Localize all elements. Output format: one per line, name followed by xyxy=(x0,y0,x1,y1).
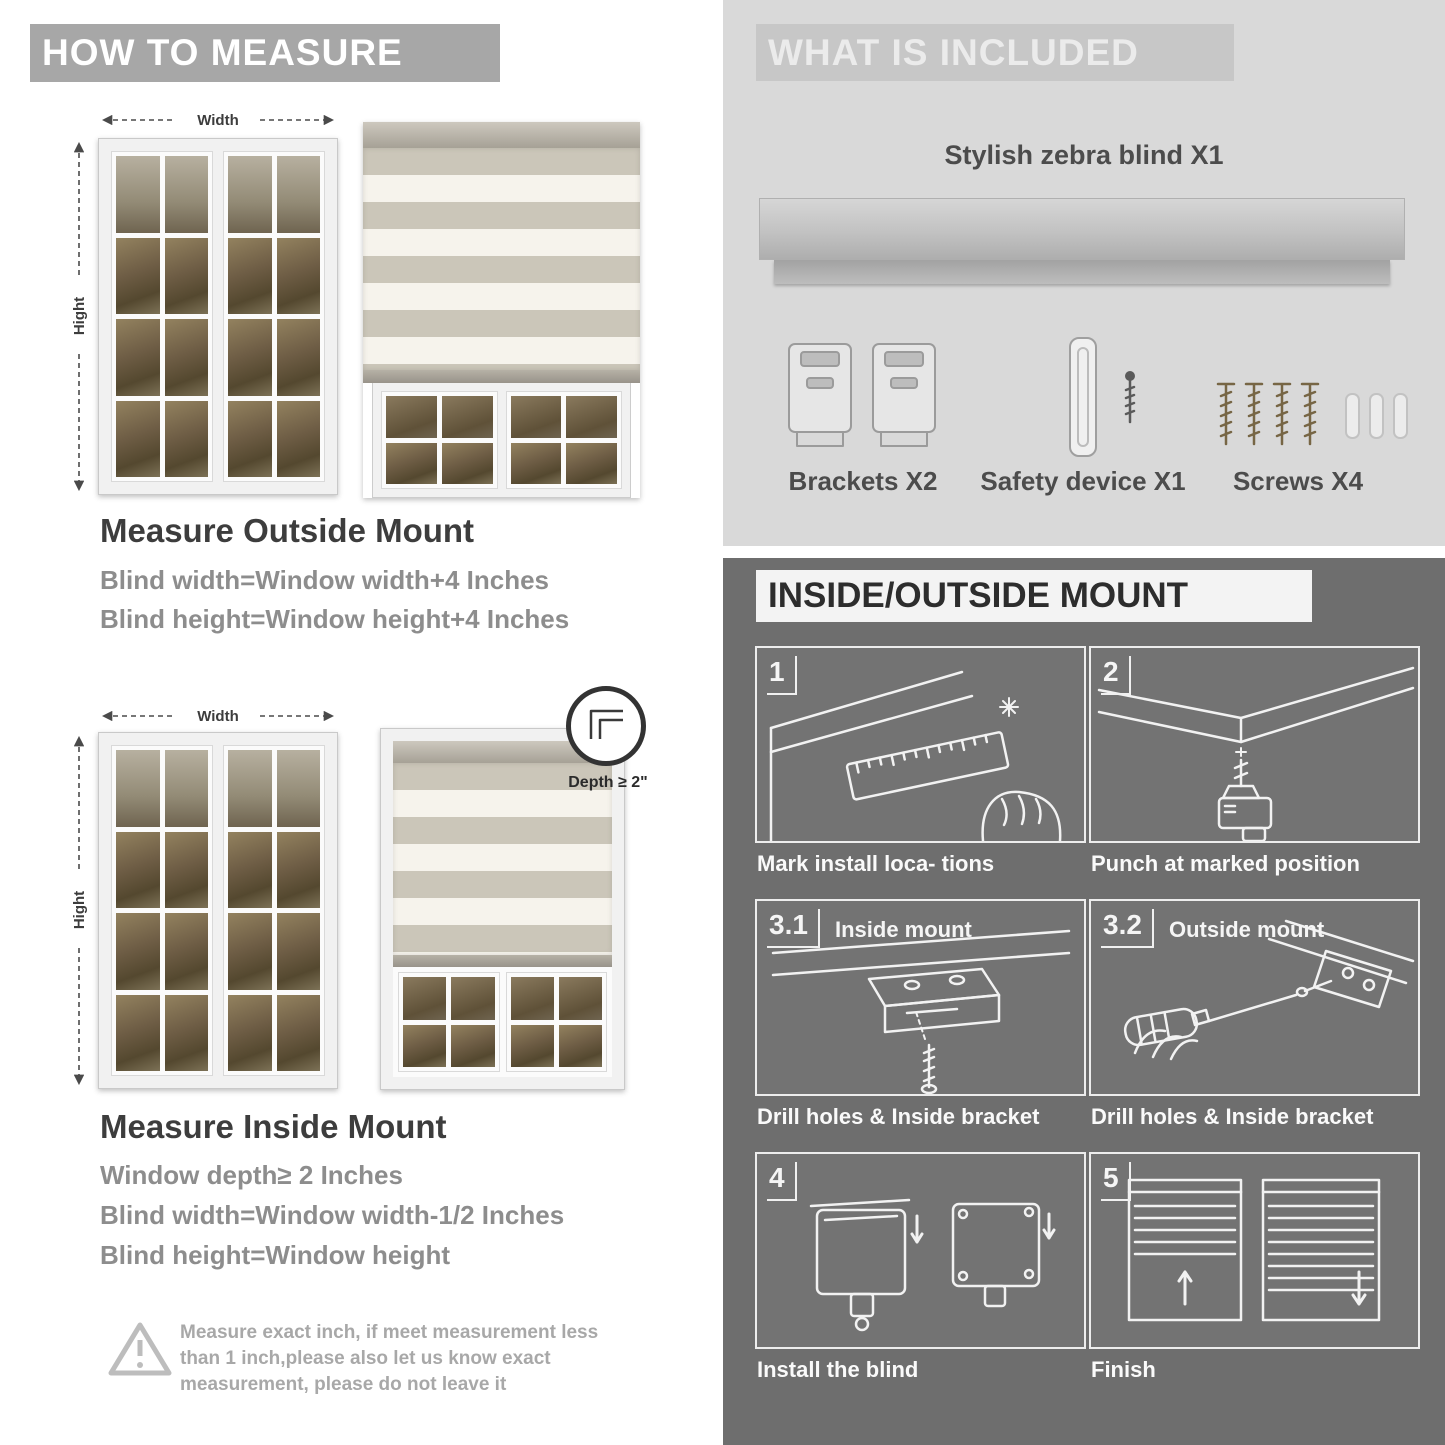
brackets-label: Brackets X2 xyxy=(788,466,938,496)
step4-panel: 4 xyxy=(755,1152,1086,1349)
window-panes xyxy=(398,972,500,1072)
blind-bottom-rail xyxy=(393,955,612,967)
outside-bracket-illustration xyxy=(1123,919,1415,1061)
window-panes xyxy=(223,745,325,1076)
screws-label: Screws X4 xyxy=(1232,466,1364,496)
step-number: 2 xyxy=(1101,656,1131,695)
inside-mount-rule-height: Blind height=Window height xyxy=(100,1240,450,1270)
blind-cassette xyxy=(393,741,612,763)
step2-panel: 2 xyxy=(1089,646,1420,843)
inside-mount-rule-width: Blind width=Window width-1/2 Inches xyxy=(100,1200,565,1230)
headrail-photo xyxy=(759,198,1405,284)
how-to-measure-title: HOW TO MEASURE xyxy=(42,32,403,73)
step1-panel: 1 xyxy=(755,646,1086,843)
width-measure-arrow-outside: Width xyxy=(101,112,335,129)
step3-1-panel: 3.1 Inside mount xyxy=(755,899,1086,1096)
step1-caption: Mark install loca- tions xyxy=(757,851,995,876)
step3-1-caption: Drill holes & Inside bracket xyxy=(757,1104,1040,1129)
width-label: Width xyxy=(197,708,239,725)
inside-mount-rule-depth: Window depth≥ 2 Inches xyxy=(100,1160,403,1190)
blind-stripes xyxy=(393,763,612,955)
window-photo-outside xyxy=(98,138,338,495)
blind-cassette xyxy=(363,122,640,148)
inside-bracket-illustration xyxy=(771,929,1071,1094)
mark-location-illustration xyxy=(769,670,1062,841)
step-number: 1 xyxy=(767,656,797,695)
window-panes xyxy=(111,745,213,1076)
warning-icon xyxy=(108,1322,172,1376)
step-number: 3.2 xyxy=(1101,909,1154,948)
step2-caption: Punch at marked position xyxy=(1091,851,1360,876)
step5-panel: 5 xyxy=(1089,1152,1420,1349)
outside-mount-heading: Measure Outside Mount xyxy=(100,512,475,549)
depth-callout-circle xyxy=(566,686,646,766)
measure-warning-text: Measure exact inch, if meet measurement … xyxy=(180,1322,599,1395)
height-measure-arrow-outside: Hight xyxy=(71,141,88,492)
window-panes xyxy=(505,972,607,1072)
window-panes xyxy=(223,151,325,482)
inside-mount-heading: Measure Inside Mount xyxy=(100,1108,447,1145)
step3-2-title: Outside mount xyxy=(1169,917,1325,942)
step-number: 3.1 xyxy=(767,909,820,948)
depth-callout-label: Depth ≥ 2" xyxy=(568,774,648,791)
blind-bottom-rail xyxy=(363,370,640,383)
headrail-bar xyxy=(759,198,1405,260)
window-below-blind xyxy=(372,383,631,498)
step3-1-title: Inside mount xyxy=(835,917,972,942)
headrail-lip xyxy=(774,260,1390,284)
zebra-blind-inside-photo xyxy=(380,728,625,1090)
window-panes xyxy=(505,391,622,489)
finish-illustration xyxy=(1127,1178,1381,1322)
window-photo-inside xyxy=(98,732,338,1089)
mount-title: INSIDE/OUTSIDE MOUNT xyxy=(768,576,1189,615)
step-number: 4 xyxy=(767,1162,797,1201)
blind-stripes xyxy=(363,148,640,370)
outside-mount-rule-width: Blind width=Window width+4 Inches xyxy=(100,565,549,595)
zebra-blind-outside-photo xyxy=(363,122,640,498)
window-panes xyxy=(381,391,498,489)
width-measure-arrow-inside: Width xyxy=(101,708,335,725)
what-is-included-banner: WHAT IS INCLUDED xyxy=(756,24,1234,81)
step-number: 5 xyxy=(1101,1162,1131,1201)
outside-mount-rule-height: Blind height=Window height+4 Inches xyxy=(100,604,570,634)
step4-caption: Install the blind xyxy=(757,1357,919,1382)
install-blind-illustration xyxy=(809,1198,1056,1332)
safety-device-label: Safety device X1 xyxy=(980,466,1186,496)
drill-illustration xyxy=(1097,666,1415,841)
window-panes xyxy=(111,151,213,482)
how-to-measure-banner: HOW TO MEASURE xyxy=(30,24,500,82)
step5-caption: Finish xyxy=(1091,1357,1156,1382)
safety-device-photo xyxy=(1069,337,1136,457)
screws-photo xyxy=(1216,382,1408,446)
step3-2-panel: 3.2 Outside mount xyxy=(1089,899,1420,1096)
brackets-photo xyxy=(788,343,936,447)
height-label: Hight xyxy=(71,891,88,929)
window-corner-detail-icon xyxy=(589,709,623,739)
what-is-included-title: WHAT IS INCLUDED xyxy=(768,32,1139,73)
step3-2-caption: Drill holes & Inside bracket xyxy=(1091,1104,1374,1129)
height-label: Hight xyxy=(71,297,88,335)
window-below-blind xyxy=(393,967,612,1077)
product-name-label: Stylish zebra blind X1 xyxy=(944,140,1224,170)
height-measure-arrow-inside: Hight xyxy=(71,735,88,1086)
width-label: Width xyxy=(197,112,239,129)
mount-banner: INSIDE/OUTSIDE MOUNT xyxy=(756,570,1312,622)
